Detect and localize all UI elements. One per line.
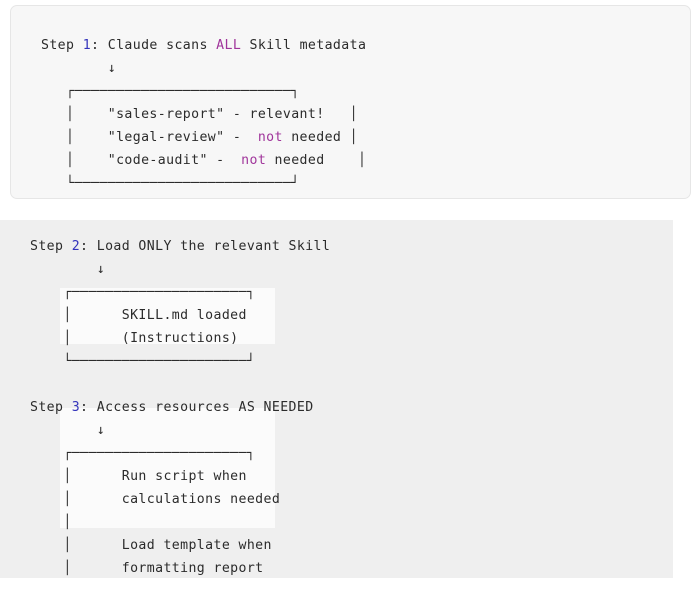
step-1-box-side-right-row-2: │ <box>341 130 367 145</box>
step-3-box-background <box>60 408 275 528</box>
step-1-box-side-left-row-2: │ <box>41 130 100 145</box>
step-2-box-side-left-row-2: │ <box>30 331 106 346</box>
step-2-box-top-border: ┌─────────────────────┐ <box>30 285 289 300</box>
steps-2-3-code-block: Step 2: Load ONLY the relevant Skill ↓ ┌… <box>30 235 673 578</box>
step-1-row-1-text: "sales-report" - relevant! <box>99 107 333 122</box>
down-arrow-icon-step-3: ↓ <box>30 423 172 438</box>
step-1-box-top-border: ┌──────────────────────────┐ <box>41 84 325 99</box>
step-3-row-2-text: calculations needed <box>105 492 297 507</box>
step-3-label-prefix: Step <box>30 400 72 415</box>
down-arrow-icon: ↓ <box>41 61 183 76</box>
step-2-label-prefix: Step <box>30 239 72 254</box>
step-1-box-side-left-row-3: │ <box>41 153 100 168</box>
step-1-panel: Step 1: Claude scans ALL Skill metadata … <box>10 5 691 199</box>
step-3-colon: : <box>80 400 97 415</box>
step-3-row-5-text: formatting report <box>105 561 281 576</box>
step-3-box-side-left-row-5: │ <box>30 561 106 576</box>
steps-2-3-panel: Step 2: Load ONLY the relevant Skill ↓ ┌… <box>0 220 673 578</box>
step-3-row-4-text: Load template when <box>105 538 289 553</box>
step-1-row-2-keyword: not <box>257 130 283 145</box>
step-1-label-prefix: Step <box>41 38 83 53</box>
step-1-box-side-left-row-1: │ <box>41 107 100 122</box>
step-3-box-side-left-row-3: │ <box>30 515 106 530</box>
step-2-colon: : <box>80 239 97 254</box>
step-3-box-side-left-row-2: │ <box>30 492 106 507</box>
step-1-row-3-keyword: not <box>241 153 267 168</box>
step-1-row-3-text: "code-audit" - <box>99 153 242 168</box>
step-2-row-2-text: (Instructions) <box>105 331 256 346</box>
step-1-box-background <box>69 61 319 135</box>
step-2-box-bottom-border: └─────────────────────┘ <box>30 354 289 369</box>
step-2-number: 2 <box>71 239 81 254</box>
step-1-box-side-right-row-3: │ <box>324 153 400 168</box>
step-1-keyword-all: ALL <box>216 38 242 53</box>
step-2-text: Load ONLY the relevant Skill <box>96 239 331 254</box>
down-arrow-icon-step-2: ↓ <box>30 262 172 277</box>
step-3-box-top-border: ┌─────────────────────┐ <box>30 446 289 461</box>
step-3-row-1-text: Run script when <box>105 469 264 484</box>
step-2-box-side-left-row-1: │ <box>30 308 106 323</box>
step-1-text-before: Claude scans <box>107 38 217 53</box>
step-3-number: 3 <box>71 400 81 415</box>
step-1-box-side-right-row-1: │ <box>332 107 375 122</box>
step-1-number: 1 <box>82 38 92 53</box>
step-1-box-bottom-border: └──────────────────────────┘ <box>41 176 325 191</box>
step-1-code-block: Step 1: Claude scans ALL Skill metadata … <box>41 34 690 195</box>
step-1-row-3-text-after: needed <box>266 153 325 168</box>
step-3-box-side-left-row-4: │ <box>30 538 106 553</box>
step-2-box-background <box>60 288 275 344</box>
step-3-text: Access resources AS NEEDED <box>96 400 314 415</box>
step-1-colon: : <box>91 38 108 53</box>
step-1-text-after: Skill metadata <box>241 38 367 53</box>
step-2-row-1-text: SKILL.md loaded <box>105 308 264 323</box>
step-3-box-side-left-row-1: │ <box>30 469 106 484</box>
step-1-row-2-text: "legal-review" - <box>99 130 258 145</box>
step-1-row-2-text-after: needed <box>282 130 342 145</box>
step-3-row-3-text <box>105 515 138 530</box>
